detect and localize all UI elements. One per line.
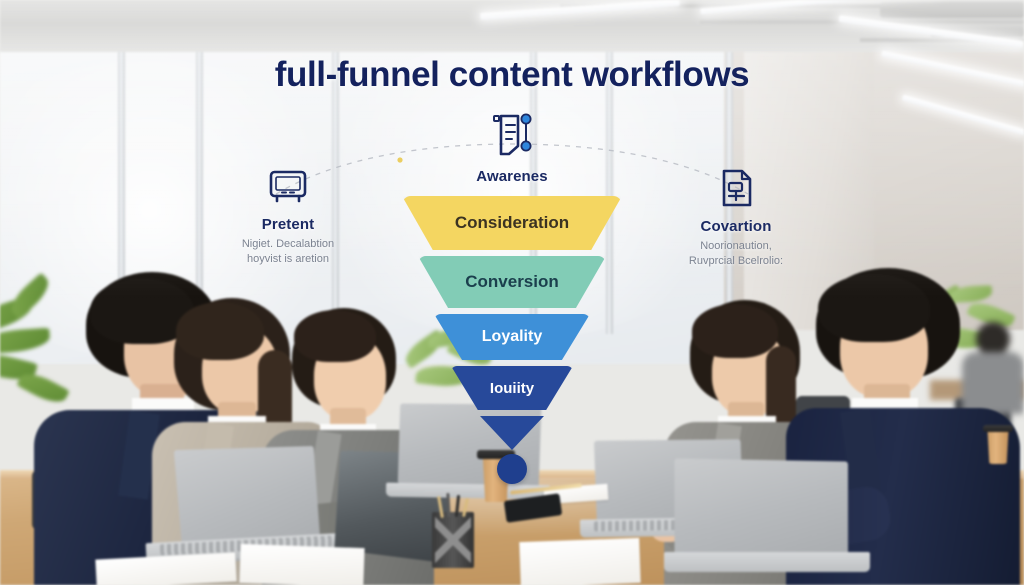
window-mullion bbox=[606, 34, 613, 334]
node-title: Pretent bbox=[261, 216, 315, 233]
node-subtext-line: Nigiet. Decalabtion bbox=[241, 238, 335, 250]
coffee-cup-lid bbox=[983, 425, 1013, 432]
funnel-chart: Consideration Conversion Loyality Iouiit… bbox=[344, 196, 680, 484]
ceiling-beam bbox=[860, 38, 1024, 42]
node-covartion[interactable]: Covartion Noorionaution, Ruvprcial Bcelr… bbox=[636, 168, 836, 269]
monitor-icon bbox=[188, 168, 388, 208]
funnel-endpoint-dot bbox=[497, 454, 527, 484]
pen-holder bbox=[432, 492, 474, 568]
node-pretent[interactable]: Pretent Nigiet. Decalabtion hoyvist is a… bbox=[188, 168, 388, 267]
node-title: Covartion bbox=[700, 218, 772, 235]
window-mullion bbox=[118, 34, 125, 334]
node-subtext: Nigiet. Decalabtion hoyvist is aretion bbox=[188, 237, 388, 267]
ceiling-duct bbox=[930, 26, 1024, 37]
funnel-stage-label: Conversion bbox=[465, 272, 559, 291]
funnel-tip bbox=[480, 416, 544, 450]
funnel-stage-consideration[interactable]: Consideration bbox=[402, 196, 622, 250]
coffee-cup bbox=[987, 430, 1009, 464]
background-person bbox=[960, 322, 1024, 414]
funnel-stage-iouiity[interactable]: Iouiity bbox=[451, 366, 573, 410]
window-mullion bbox=[530, 34, 537, 334]
window-mullion bbox=[196, 34, 203, 334]
ceiling bbox=[0, 0, 1024, 52]
funnel-stage-label: Consideration bbox=[454, 213, 570, 232]
ceiling-duct bbox=[880, 2, 1024, 18]
funnel-stage-label: Loyality bbox=[481, 328, 543, 345]
page-title: full-funnel content workflows bbox=[274, 55, 750, 94]
document-flow-icon bbox=[424, 112, 600, 160]
document-icon bbox=[636, 168, 836, 210]
connector-arc bbox=[275, 143, 749, 195]
node-subtext-line: hoyvist is aretion bbox=[247, 253, 329, 265]
funnel-stage-conversion[interactable]: Conversion bbox=[418, 256, 606, 308]
funnel-stage-loyality[interactable]: Loyality bbox=[434, 314, 590, 360]
node-subtext-line: Ruvprcial Bcelrolio: bbox=[688, 255, 784, 267]
coffee-cup-lid bbox=[477, 450, 515, 459]
laptop-base bbox=[664, 552, 870, 572]
person-5 bbox=[716, 268, 1024, 585]
node-subtext-line: Noorionaution, bbox=[700, 240, 772, 252]
node-subtext: Noorionaution, Ruvprcial Bcelrolio: bbox=[636, 239, 836, 269]
window-mullion bbox=[332, 34, 339, 334]
funnel-stage-label: Iouiity bbox=[489, 379, 535, 397]
node-awarenes[interactable]: Awarenes bbox=[424, 112, 600, 185]
node-title: Awarenes bbox=[476, 168, 548, 185]
